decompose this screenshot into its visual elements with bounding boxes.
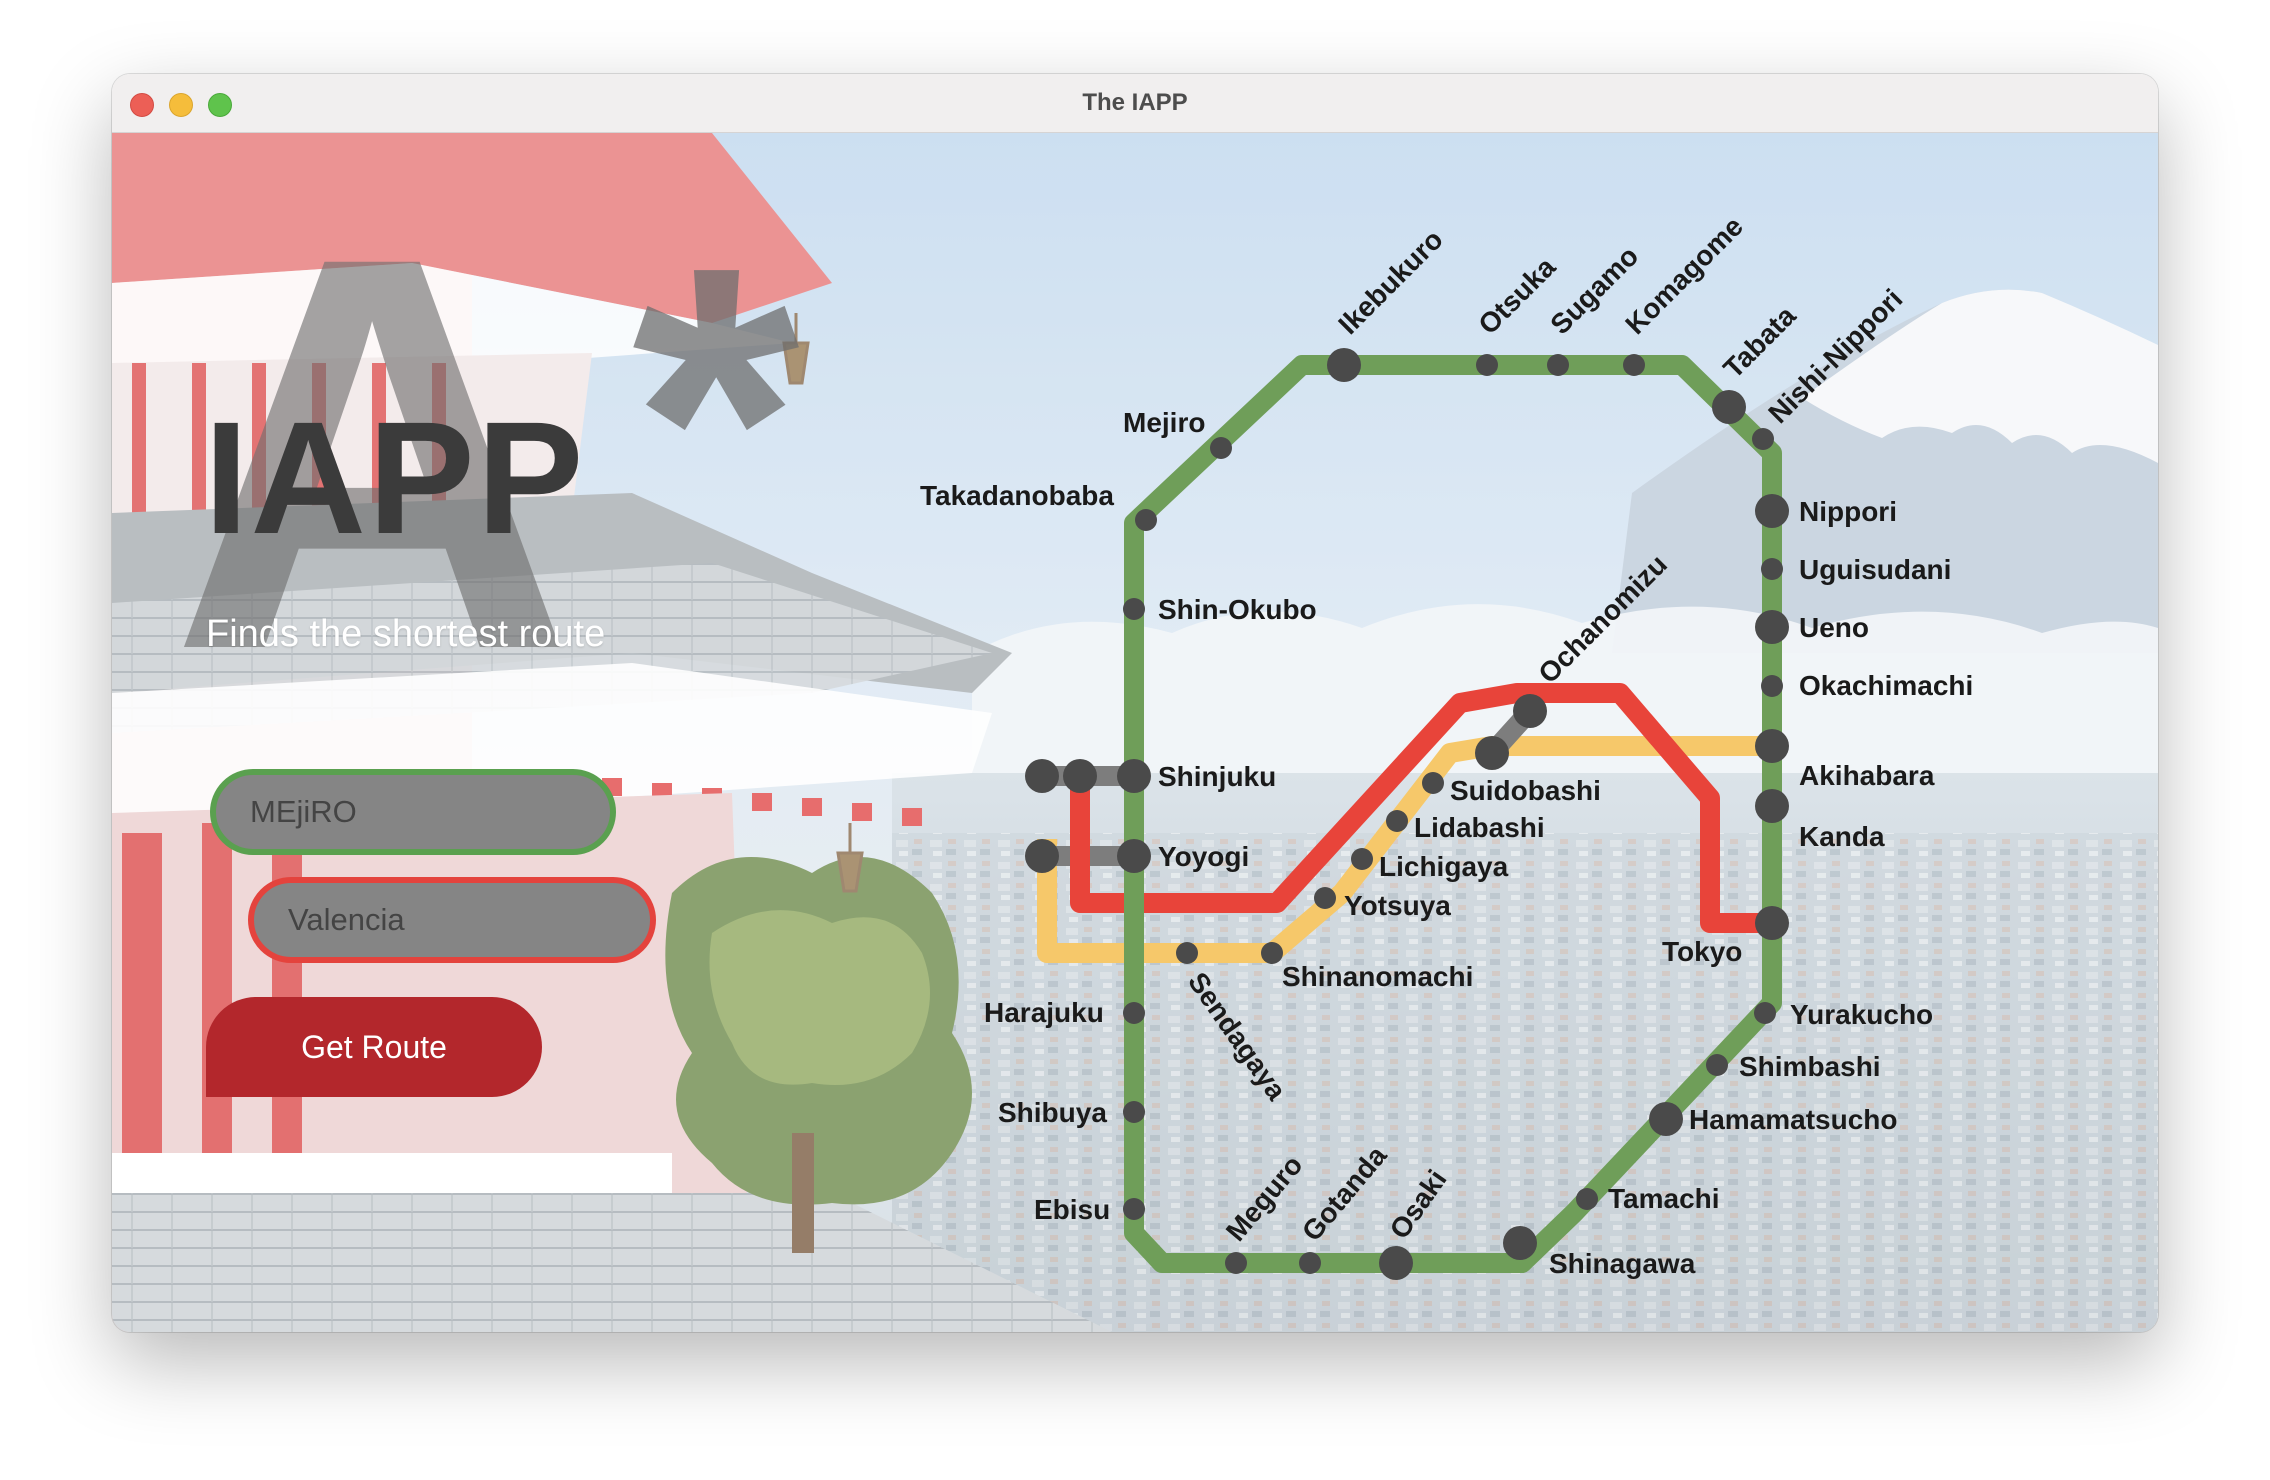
minimize-window-button[interactable] bbox=[169, 93, 193, 117]
station-label-ikebukuro: Ikebukuro bbox=[1332, 224, 1449, 341]
station-label-lidabashi: Lidabashi bbox=[1414, 812, 1545, 843]
logo-asterisk: * bbox=[632, 178, 800, 658]
station-label-harajuku: Harajuku bbox=[984, 997, 1104, 1028]
station-label-yurakucho: Yurakucho bbox=[1790, 999, 1933, 1030]
yamanote-line-map: Ikebukuro Otsuka Sugamo Komagome Tabata … bbox=[920, 211, 1973, 1280]
close-window-button[interactable] bbox=[130, 93, 154, 117]
station-label-tabata: Tabata bbox=[1717, 300, 1802, 385]
maximize-window-button[interactable] bbox=[208, 93, 232, 117]
station-label-shimbashi: Shimbashi bbox=[1739, 1051, 1881, 1082]
station-label-shinagawa: Shinagawa bbox=[1549, 1248, 1696, 1279]
station-label-okachimachi: Okachimachi bbox=[1799, 670, 1973, 701]
window-title: The IAPP bbox=[1082, 89, 1188, 116]
station-label-kanda: Kanda bbox=[1799, 821, 1885, 852]
station-label-gotanda: Gotanda bbox=[1296, 1140, 1393, 1247]
station-label-hamamatsucho: Hamamatsucho bbox=[1689, 1104, 1898, 1135]
station-label-shibuya: Shibuya bbox=[998, 1097, 1107, 1128]
station-label-meguro: Meguro bbox=[1220, 1149, 1309, 1246]
app-window: The IAPP bbox=[112, 74, 2158, 1332]
station-label-shinanomachi: Shinanomachi bbox=[1282, 961, 1473, 992]
station-label-lichigaya: Lichigaya bbox=[1379, 851, 1509, 882]
station-label-ochanomizu: Ochanomizu bbox=[1532, 549, 1673, 690]
station-label-yoyogi: Yoyogi bbox=[1158, 841, 1249, 872]
station-label-sendagaya: Sendagaya bbox=[1182, 967, 1292, 1106]
station-label-suidobashi: Suidobashi bbox=[1450, 775, 1601, 806]
station-label-shinjuku: Shinjuku bbox=[1158, 761, 1276, 792]
station-label-komagome: Komagome bbox=[1619, 211, 1749, 341]
route-line-red bbox=[1070, 683, 1772, 933]
station-label-otsuka: Otsuka bbox=[1472, 251, 1561, 340]
origin-station-input[interactable]: MEjiRO bbox=[210, 769, 616, 855]
station-label-tokyo: Tokyo bbox=[1662, 936, 1742, 967]
app-subtitle: Finds the shortest route bbox=[206, 613, 606, 655]
station-label-yotsuya: Yotsuya bbox=[1344, 890, 1451, 921]
app-title: IAPP bbox=[204, 388, 586, 567]
station-label-osaki: Osaki bbox=[1384, 1164, 1453, 1244]
route-line-yellow bbox=[1037, 736, 1772, 963]
station-label-mejiro: Mejiro bbox=[1123, 407, 1205, 438]
station-label-nippori: Nippori bbox=[1799, 496, 1897, 527]
title-bar: The IAPP bbox=[112, 74, 2158, 133]
logo-letter-a: A bbox=[170, 140, 575, 766]
station-label-shin-okubo: Shin-Okubo bbox=[1158, 594, 1317, 625]
station-label-akihabara: Akihabara bbox=[1799, 760, 1935, 791]
pine-tree-illustration bbox=[665, 857, 972, 1253]
destination-station-input[interactable]: Valencia bbox=[248, 877, 656, 963]
main-content: A * IAPP Finds the shortest route MEjiRO… bbox=[112, 133, 2158, 1332]
get-route-button[interactable]: Get Route bbox=[206, 997, 542, 1097]
station-label-takadanobaba: Takadanobaba bbox=[920, 480, 1114, 511]
station-label-ueno: Ueno bbox=[1799, 612, 1869, 643]
station-label-ebisu: Ebisu bbox=[1034, 1194, 1110, 1225]
station-label-uguisudani: Uguisudani bbox=[1799, 554, 1951, 585]
station-label-tamachi: Tamachi bbox=[1608, 1183, 1720, 1214]
station-markers bbox=[1025, 348, 1789, 1280]
